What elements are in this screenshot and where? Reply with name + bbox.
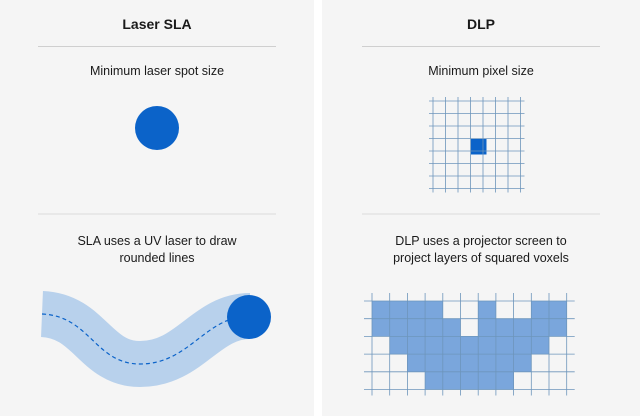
- voxel: [495, 318, 514, 337]
- voxel: [478, 318, 496, 337]
- voxel: [531, 336, 549, 355]
- voxel: [425, 354, 443, 372]
- voxel: [425, 336, 443, 355]
- voxel: [425, 301, 443, 319]
- voxel: [495, 354, 514, 372]
- voxel: [442, 371, 461, 390]
- voxel: [531, 318, 549, 337]
- sla-caption-line-2: rounded lines: [119, 251, 195, 265]
- voxel: [513, 336, 532, 355]
- voxel: [513, 354, 532, 372]
- voxel: [372, 318, 390, 337]
- voxel: [495, 336, 514, 355]
- voxel: [478, 371, 496, 390]
- voxel: [460, 336, 479, 355]
- dlp-caption-line-1: DLP uses a projector screen to: [395, 234, 567, 248]
- voxel: [425, 371, 443, 390]
- dlp-caption-line-2: project layers of squared voxels: [393, 251, 569, 265]
- voxel: [389, 336, 408, 355]
- panel-title: DLP: [467, 16, 495, 32]
- voxel: [442, 318, 461, 337]
- spot-size-caption: Minimum laser spot size: [89, 64, 225, 78]
- voxel: [460, 354, 479, 372]
- title-divider: [38, 46, 276, 47]
- voxel-grid: [364, 293, 575, 396]
- voxel: [478, 354, 496, 372]
- pixel-size-caption: Minimum pixel size: [428, 64, 534, 78]
- voxel: [460, 371, 479, 390]
- voxel: [407, 354, 426, 372]
- voxel: [513, 318, 532, 337]
- voxel: [389, 318, 408, 337]
- laser-spot: [135, 106, 179, 150]
- laser-sla-panel: Laser SLA Minimum laser spot size SLA us…: [0, 0, 314, 416]
- dlp-illustration: [362, 97, 600, 396]
- title-divider: [362, 46, 600, 47]
- minimum-pixel: [471, 139, 487, 155]
- laser-head: [227, 295, 271, 339]
- voxel: [407, 301, 426, 319]
- voxel: [372, 301, 390, 319]
- panel-title: Laser SLA: [122, 16, 192, 32]
- voxel: [425, 318, 443, 337]
- voxel: [478, 336, 496, 355]
- voxel: [495, 371, 514, 390]
- voxel: [549, 301, 567, 319]
- pixel-grid: [429, 97, 525, 193]
- voxel: [442, 354, 461, 372]
- voxel: [531, 301, 549, 319]
- voxel: [407, 336, 426, 355]
- voxel: [389, 301, 408, 319]
- laser-path-band: [39, 291, 252, 388]
- laser-path-centerline: [41, 313, 251, 365]
- sla-caption-line-1: SLA uses a UV laser to draw: [77, 234, 237, 248]
- voxel: [442, 336, 461, 355]
- laser-illustration: [38, 106, 276, 388]
- voxel: [549, 318, 567, 337]
- dlp-panel: DLP Minimum pixel size DLP uses a projec…: [322, 0, 640, 416]
- voxel: [407, 318, 426, 337]
- voxel: [478, 301, 496, 319]
